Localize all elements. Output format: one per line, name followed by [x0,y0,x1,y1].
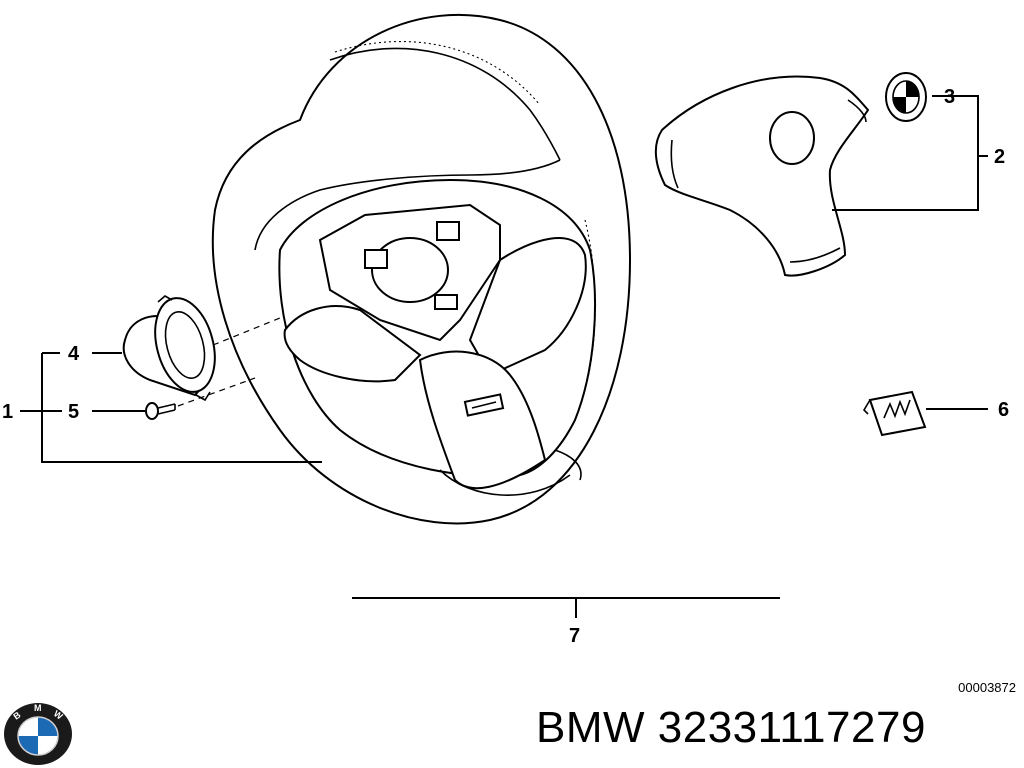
callout-4: 4 [68,343,80,365]
brand-part-number: BMW 32331117279 [536,703,926,753]
callout-2: 2 [994,146,1005,168]
callout-7: 7 [569,625,580,647]
logo-letter-m: M [34,703,42,713]
steering-wheel [211,13,632,525]
m-emblem-badge [862,390,927,437]
brand-name: BMW [536,703,646,752]
bmw-emblem-part [885,72,927,122]
horn-cover [654,75,870,277]
alignment-line-screw [177,377,256,407]
alignment-line-sleeve [212,317,281,346]
part-number: 32331117279 [657,703,926,752]
diagram-id: 00003872 [958,680,1016,695]
leader-lines [20,95,988,618]
callout-6: 6 [998,399,1009,421]
screw [145,402,176,420]
bmw-logo: B M W [4,703,72,765]
callout-5: 5 [68,401,79,423]
logo-letter-b: B [11,709,22,721]
hub-sleeve [122,295,216,402]
callout-1: 1 [2,401,13,423]
callout-3: 3 [944,86,955,108]
